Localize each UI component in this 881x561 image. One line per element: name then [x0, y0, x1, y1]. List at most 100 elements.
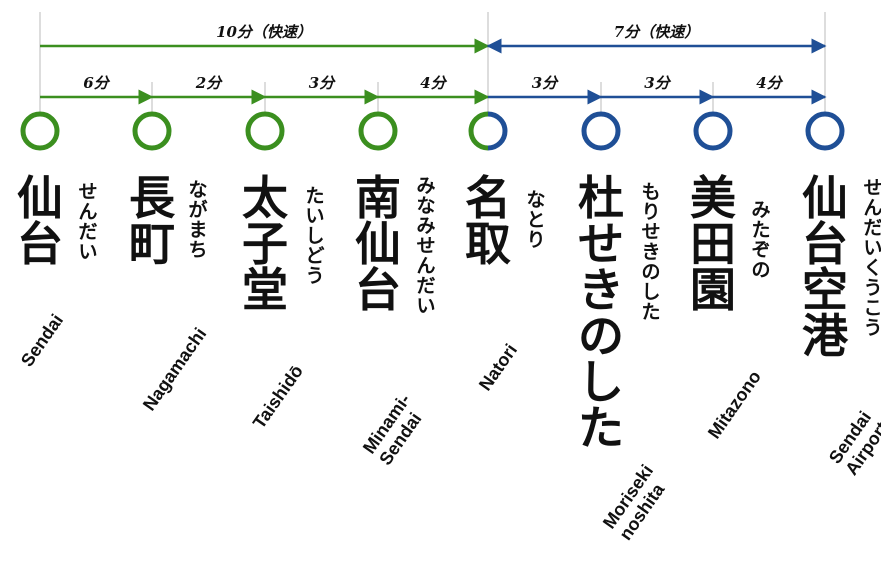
kana-char: た [751, 219, 770, 241]
kana-char: う [863, 317, 881, 339]
station-marker [358, 111, 398, 151]
kana-char: い [305, 205, 324, 227]
kana-char: う [863, 277, 881, 299]
kanji-char: 台 [802, 217, 848, 271]
kanji-char: 太 [242, 171, 288, 225]
station-marker [805, 111, 845, 151]
station-name-kanji: 名取 [465, 171, 511, 271]
station-marker [693, 111, 733, 151]
kana-char: ん [78, 201, 97, 223]
kana-char: と [526, 209, 545, 231]
kana-char: な [188, 179, 207, 201]
kana-char: だ [78, 221, 97, 243]
kana-char: り [526, 229, 545, 251]
station-name-kanji: 美田園 [690, 171, 736, 317]
station-name-kanji: 仙台空港 [802, 171, 849, 363]
station-name-kana: なとり [526, 189, 545, 251]
segment-duration-0-label: 6分 [83, 74, 110, 92]
kana-char: も [641, 181, 660, 203]
station-name-kana: みたぞの [751, 199, 770, 281]
kanji-char: 取 [465, 217, 511, 271]
kana-char: き [641, 241, 660, 263]
kana-char: せ [416, 235, 435, 257]
station-name-romaji: SendaiAirport [825, 407, 881, 479]
station-name-romaji: Taishidō [249, 361, 307, 432]
station-name-kanji: 仙台 [17, 171, 63, 271]
kana-char: せ [641, 221, 660, 243]
kanji-char: き [578, 263, 624, 317]
kana-char: な [526, 189, 545, 211]
kana-char: せ [863, 177, 881, 199]
kanji-char: 名 [465, 171, 511, 225]
kanji-char: 台 [17, 217, 63, 271]
station-marker-left [468, 111, 489, 151]
kanji-char: 仙 [802, 171, 848, 225]
station-name-romaji: Sendai [17, 310, 67, 370]
kanji-char: 美 [690, 171, 736, 225]
station-name-romaji: Minami-Sendai [359, 390, 431, 469]
romaji-line: Taishidō [249, 361, 307, 432]
segment-duration-1-label: 2分 [195, 74, 223, 92]
kana-char: ぞ [751, 239, 770, 261]
station-name-kana: もりせきのした [641, 181, 660, 323]
kana-char: だ [863, 217, 881, 239]
kana-char: い [863, 237, 881, 259]
station-marker [20, 111, 60, 151]
kana-char: ん [863, 197, 881, 219]
kanji-char: 空 [802, 263, 848, 317]
kana-char: ん [416, 255, 435, 277]
kana-char: が [188, 198, 207, 221]
station-name-kana: みなみせんだい [416, 175, 435, 317]
kana-char: み [416, 175, 435, 197]
kana-char: み [751, 199, 770, 221]
segment-duration-6-label: 4分 [756, 74, 783, 92]
station-marker-right [487, 111, 508, 151]
station-name-romaji: Mitazono [704, 367, 765, 442]
kana-char: の [751, 259, 770, 281]
segment-duration-5-label: 3分 [644, 74, 671, 92]
kana-char: う [305, 265, 324, 287]
kana-char: の [641, 261, 660, 283]
kanji-char: 台 [355, 263, 401, 317]
station-name-kanji: 杜せきのした [578, 171, 624, 455]
station-name-kana: たいしどう [305, 185, 324, 287]
express-duration-0-label: 10分（快速） [216, 23, 312, 41]
kanji-char: 南 [355, 171, 401, 225]
station-name-kanji: 南仙台 [355, 171, 401, 317]
station-marker [581, 111, 621, 151]
romaji-line: Natori [475, 340, 521, 394]
kana-char: た [305, 185, 324, 207]
romaji-line: Sendai [17, 310, 67, 370]
kana-char: せ [78, 181, 97, 203]
kana-char: た [641, 301, 660, 323]
segment-duration-2-label: 3分 [309, 74, 336, 92]
station-name-romaji: Nagamachi [139, 324, 210, 414]
kanji-char: し [578, 355, 624, 409]
kana-char: な [416, 195, 435, 217]
kana-char: い [416, 295, 435, 317]
kana-char: り [641, 201, 660, 223]
station-name-kanji: 長町 [129, 171, 176, 271]
kana-char: ど [305, 245, 324, 267]
kanji-char: 子 [242, 217, 288, 271]
station-name-kana: せんだい [78, 181, 97, 263]
station-name-kana: ながまち [188, 179, 207, 261]
kanji-char: 港 [802, 309, 849, 363]
kanji-char: 園 [690, 263, 736, 317]
romaji-line: Nagamachi [139, 324, 210, 414]
station-marker [245, 111, 285, 151]
segment-duration-3-label: 4分 [420, 74, 447, 92]
express-duration-1-label: 7分（快速） [614, 23, 699, 41]
kanji-char: 仙 [355, 217, 401, 271]
kana-char: し [305, 225, 324, 247]
kanji-char: 仙 [17, 171, 63, 225]
segment-duration-4-label: 3分 [532, 74, 559, 92]
kanji-char: の [578, 309, 624, 363]
